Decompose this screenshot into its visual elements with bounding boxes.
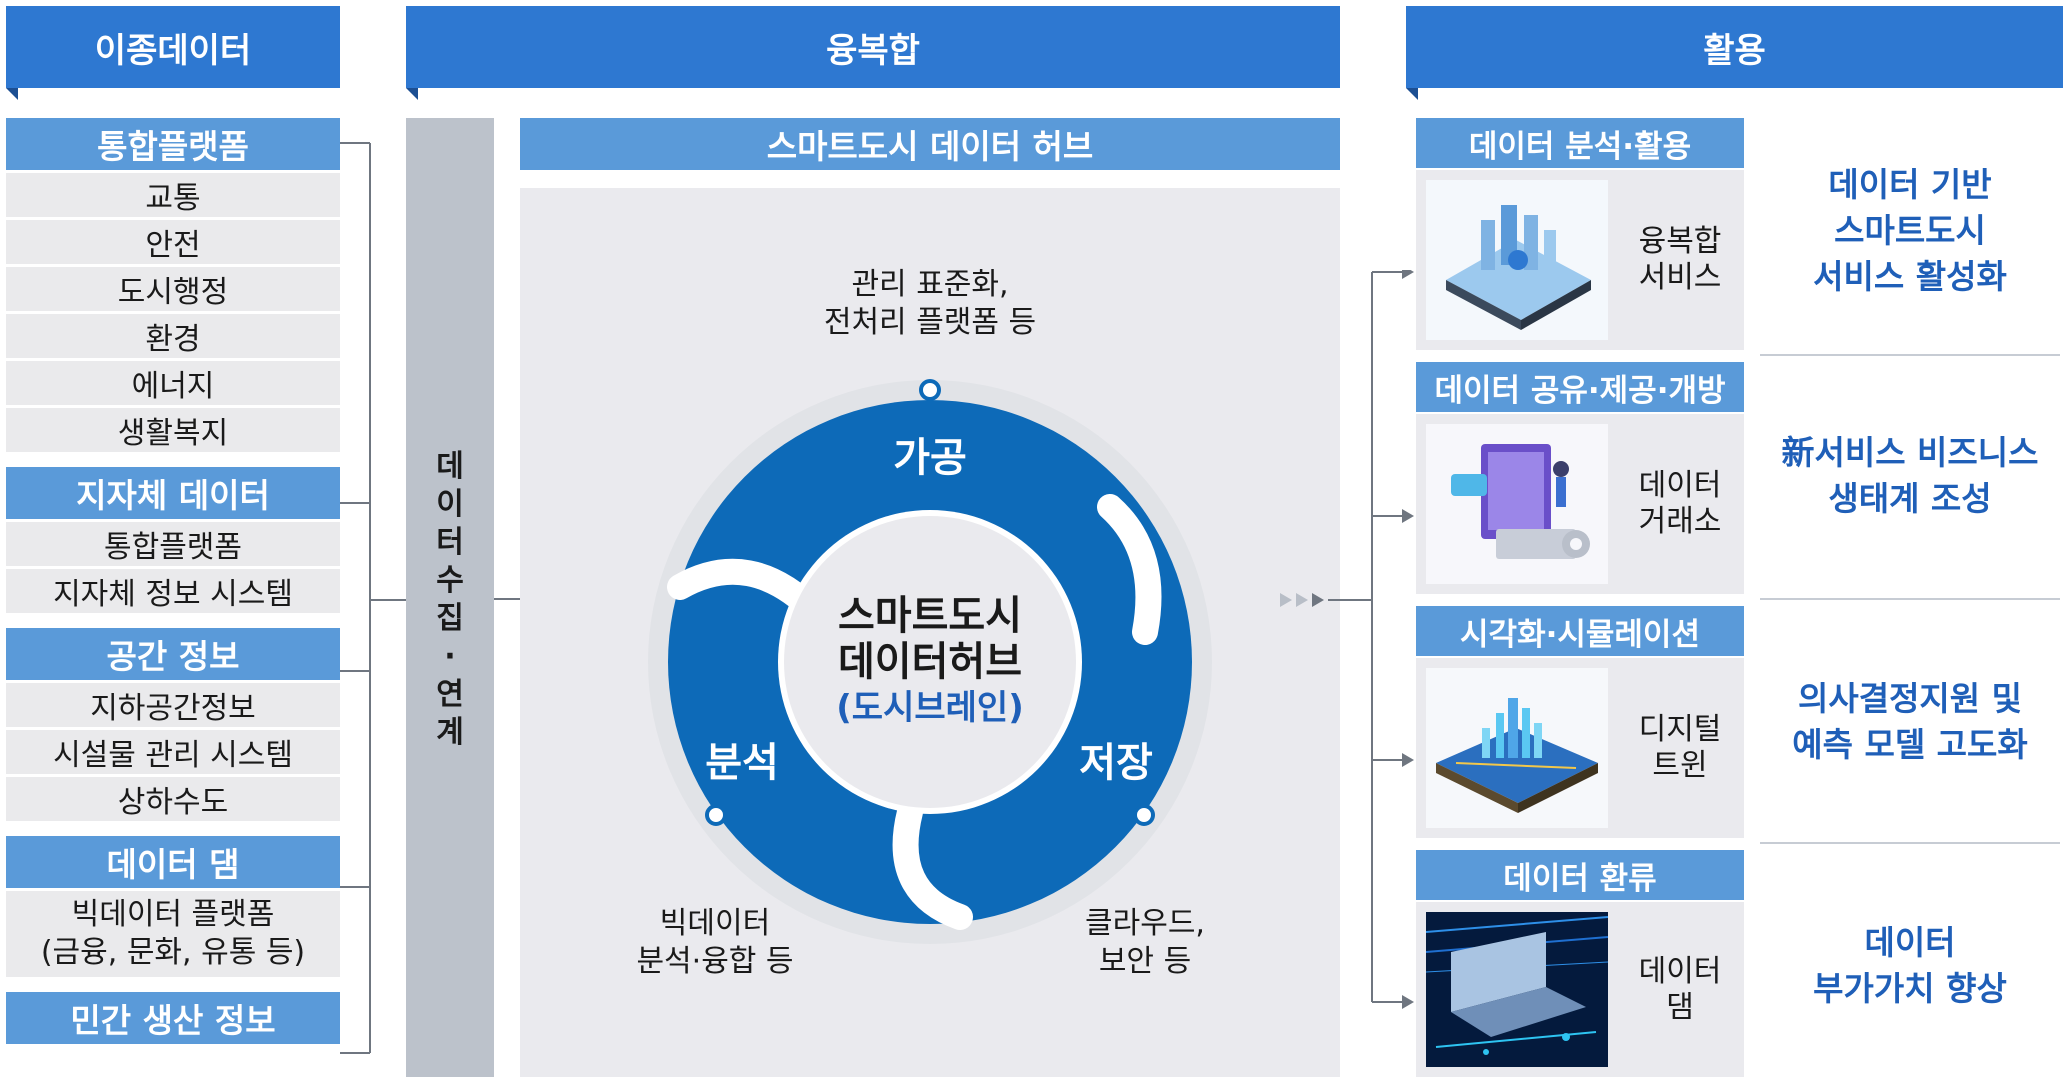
collect-char: · [444, 639, 456, 674]
card-label-line: 거래소 [1638, 504, 1722, 539]
collect-char: 계 [436, 715, 464, 750]
data-dam-server-illustration [1426, 912, 1608, 1067]
outcome-line: 스마트도시 [1834, 211, 1986, 250]
card-label-line: 디지털 [1638, 712, 1722, 747]
list-item: 상하수도 [6, 777, 340, 821]
outcome-divider [1760, 598, 2060, 600]
outcome-line: 서비스 활성화 [1813, 257, 2007, 296]
card-label-line: 데이터 [1638, 953, 1722, 989]
outcome-line: 생태계 조성 [1828, 479, 1992, 518]
caption-line: 빅데이터 [659, 906, 771, 941]
hub-center-title: 스마트도시 데이터허브 (도시브레인) [780, 593, 1080, 731]
outcome-smart-city-service: 데이터 기반 스마트도시 서비스 활성화 [1760, 162, 2060, 300]
caption-line: 관리 표준화, [851, 267, 1009, 302]
card-label-line: 융복합 [1638, 224, 1722, 259]
data-exchange-laptop-illustration [1426, 424, 1608, 584]
digital-twin-city-illustration [1426, 668, 1608, 828]
card-analysis: 융복합 서비스 [1416, 170, 1744, 350]
group-private-data: 민간 생산 정보 [6, 992, 340, 1044]
card-label-line: 데이터 [1638, 468, 1722, 503]
card-label: 데이터 거래소 [1616, 414, 1744, 594]
outcome-business-ecosystem: 新서비스 비즈니스 생태계 조성 [1760, 430, 2060, 522]
segment-analysis-label: 분석 [705, 740, 779, 786]
caption-line: 클라우드, [1085, 906, 1205, 941]
collect-char: 이 [436, 487, 464, 522]
list-item: 도시행정 [6, 267, 340, 311]
list-item-line: 빅데이터 플랫폼 [71, 897, 275, 932]
group-title: 공간 정보 [6, 628, 340, 680]
caption-line: 분석·융합 등 [636, 944, 794, 979]
data-collection-label: 데 이 터 수 집 · 연 계 [406, 448, 494, 752]
group-title: 민간 생산 정보 [6, 992, 340, 1044]
collect-char: 연 [436, 677, 464, 712]
collect-char: 터 [436, 525, 464, 560]
segment-storage-label: 저장 [1079, 740, 1153, 786]
caption-line: 전처리 플랫폼 등 [823, 305, 1037, 340]
outcome-line: 新서비스 비즈니스 [1781, 433, 2039, 472]
outcome-line: 예측 모델 고도화 [1792, 725, 2028, 764]
list-item: 지자체 정보 시스템 [6, 569, 340, 613]
collect-char: 데 [436, 449, 464, 484]
outcome-line: 의사결정지원 및 [1797, 679, 2022, 718]
card-label: 융복합 서비스 [1616, 170, 1744, 350]
column-header-heterogeneous-data: 이종데이터 [6, 6, 340, 100]
card-title-visualization: 시각화·시뮬레이션 [1416, 606, 1744, 656]
card-label: 디지털 트윈 [1616, 658, 1744, 838]
card-title-sharing: 데이터 공유·제공·개방 [1416, 362, 1744, 412]
column-header-convergence: 융복합 [406, 6, 1340, 100]
caption-left: 빅데이터 분석·융합 등 [580, 905, 850, 981]
card-label-line: 서비스 [1638, 260, 1722, 295]
card-label: 데이터 댐 [1616, 902, 1744, 1077]
group-title: 통합플랫폼 [6, 118, 340, 170]
group-title: 지자체 데이터 [6, 467, 340, 519]
card-visualization: 디지털 트윈 [1416, 658, 1744, 838]
list-item: 통합플랫폼 [6, 522, 340, 566]
card-title-feedback: 데이터 환류 [1416, 850, 1744, 900]
list-item: 안전 [6, 220, 340, 264]
list-item-line: (금융, 문화, 유통 등) [40, 935, 306, 970]
group-integrated-platform: 통합플랫폼 교통 안전 도시행정 환경 에너지 생활복지 [6, 118, 340, 452]
hub-center-line: 스마트도시 [838, 593, 1022, 639]
card-sharing: 데이터 거래소 [1416, 414, 1744, 594]
card-feedback: 데이터 댐 [1416, 902, 1744, 1077]
card-label-line: 트윈 [1652, 748, 1708, 783]
outcome-data-value: 데이터 부가가치 향상 [1760, 920, 2060, 1012]
card-label-line: 댐 [1666, 989, 1694, 1025]
hub-center-subtitle: (도시브레인) [836, 688, 1024, 728]
card-title-analysis: 데이터 분석·활용 [1416, 118, 1744, 168]
smart-city-building-illustration [1426, 180, 1608, 340]
list-item: 빅데이터 플랫폼 (금융, 문화, 유통 등) [6, 891, 340, 977]
column-header-utilization: 활용 [1406, 6, 2063, 100]
hub-to-utilization-arrows [1280, 270, 1414, 1009]
caption-right: 클라우드, 보안 등 [1010, 905, 1280, 981]
hub-cycle-diagram [648, 379, 1212, 944]
collect-char: 수 [436, 563, 464, 598]
group-title: 데이터 댐 [6, 836, 340, 888]
caption-top: 관리 표준화, 전처리 플랫폼 등 [780, 266, 1080, 342]
list-item: 에너지 [6, 361, 340, 405]
list-item: 지하공간정보 [6, 683, 340, 727]
list-item: 환경 [6, 314, 340, 358]
left-connector-lines [340, 142, 406, 1054]
data-collection-bar: 데 이 터 수 집 · 연 계 [406, 118, 494, 1077]
outcome-divider [1760, 354, 2060, 356]
outcome-line: 부가가치 향상 [1813, 969, 2007, 1008]
collect-char: 집 [436, 601, 464, 636]
list-item: 생활복지 [6, 408, 340, 452]
outcome-decision-support: 의사결정지원 및 예측 모델 고도화 [1760, 676, 2060, 768]
group-data-dam: 데이터 댐 빅데이터 플랫폼 (금융, 문화, 유통 등) [6, 836, 340, 977]
heterogeneous-data-list: 통합플랫폼 교통 안전 도시행정 환경 에너지 생활복지 지자체 데이터 통합플… [6, 118, 340, 1059]
group-local-government-data: 지자체 데이터 통합플랫폼 지자체 정보 시스템 [6, 467, 340, 613]
hub-center-line: 데이터허브 [838, 639, 1022, 685]
caption-line: 보안 등 [1098, 944, 1192, 979]
list-item: 시설물 관리 시스템 [6, 730, 340, 774]
segment-processing-label: 가공 [893, 435, 967, 481]
hub-title: 스마트도시 데이터 허브 [520, 118, 1340, 170]
outcome-line: 데이터 [1864, 923, 1956, 962]
group-spatial-info: 공간 정보 지하공간정보 시설물 관리 시스템 상하수도 [6, 628, 340, 821]
outcome-line: 데이터 기반 [1828, 165, 1992, 204]
outcome-divider [1760, 842, 2060, 844]
list-item: 교통 [6, 173, 340, 217]
